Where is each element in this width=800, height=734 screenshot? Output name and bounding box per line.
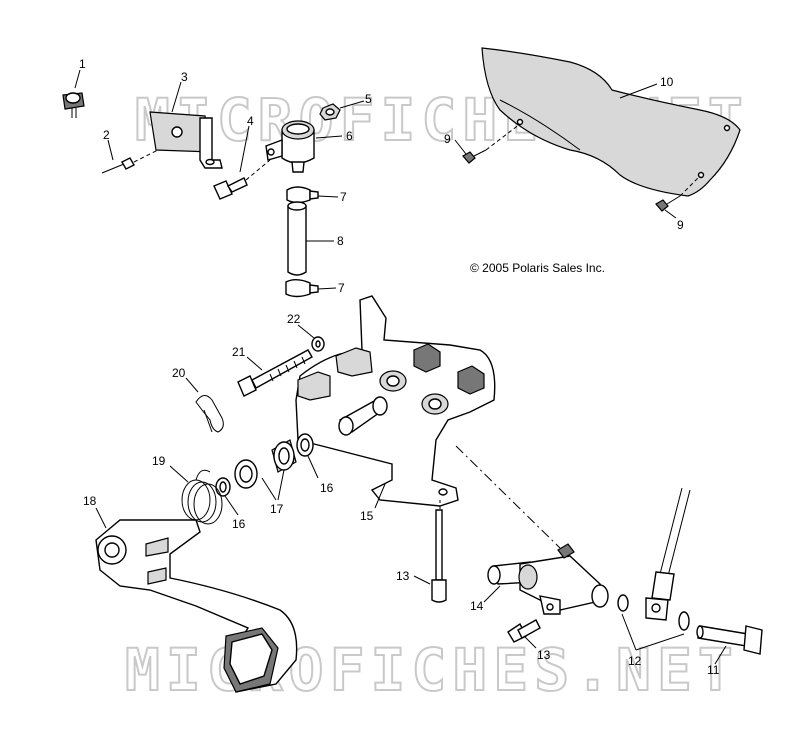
callout-18: 18 bbox=[83, 494, 97, 508]
part-16-washer-right bbox=[296, 433, 314, 457]
callout-17: 17 bbox=[270, 502, 284, 516]
part-9-screw-left bbox=[462, 149, 487, 164]
callout-7-upper: 7 bbox=[340, 190, 347, 204]
part-13-bolt-lower bbox=[507, 619, 541, 643]
part-18-brake-pedal bbox=[95, 519, 298, 693]
callout-7-lower: 7 bbox=[338, 281, 345, 295]
part-8-hose bbox=[287, 201, 307, 276]
callout-12: 12 bbox=[628, 654, 642, 668]
callout-3: 3 bbox=[181, 70, 188, 84]
part-7-clamp-lower bbox=[285, 279, 319, 298]
part-15-bracket-plate bbox=[295, 295, 496, 507]
callout-11: 11 bbox=[707, 663, 720, 677]
callout-13-lower: 13 bbox=[537, 648, 551, 662]
part-11-clevis-pin bbox=[696, 625, 763, 655]
callout-19: 19 bbox=[152, 454, 166, 468]
part-10-cover bbox=[481, 47, 741, 197]
callout-4: 4 bbox=[247, 114, 254, 128]
part-14-master-cylinder bbox=[487, 543, 609, 615]
callout-22: 22 bbox=[287, 312, 301, 326]
part-21-bolt bbox=[237, 349, 313, 397]
callout-16-right: 16 bbox=[320, 481, 334, 495]
part-17-bushings bbox=[234, 439, 297, 489]
callout-5: 5 bbox=[365, 92, 372, 106]
callout-1: 1 bbox=[79, 57, 86, 71]
callout-21: 21 bbox=[232, 345, 246, 359]
callout-8: 8 bbox=[337, 234, 344, 248]
part-1-clamp bbox=[62, 92, 85, 118]
callout-15: 15 bbox=[360, 509, 374, 523]
part-12-clevis-rod bbox=[617, 487, 691, 631]
part-5-nut bbox=[319, 103, 341, 121]
part-2-pin bbox=[101, 157, 135, 174]
callout-20: 20 bbox=[172, 366, 186, 380]
callout-9-left: 9 bbox=[444, 132, 451, 146]
part-4-bolt bbox=[213, 177, 248, 200]
callout-14: 14 bbox=[470, 599, 484, 613]
callout-13-upper: 13 bbox=[396, 569, 410, 583]
callout-9-right: 9 bbox=[677, 218, 684, 232]
part-6-reservoir bbox=[265, 120, 315, 173]
callout-2: 2 bbox=[103, 128, 110, 142]
copyright-text: © 2005 Polaris Sales Inc. bbox=[470, 261, 605, 275]
part-22-washer bbox=[311, 336, 325, 352]
part-16-washer-left bbox=[215, 477, 231, 497]
part-7-clamp-upper bbox=[286, 186, 319, 204]
part-19-spring bbox=[181, 469, 223, 525]
part-9-screw-right bbox=[655, 195, 681, 212]
callout-16-left: 16 bbox=[232, 517, 246, 531]
part-20-cotter-pin bbox=[195, 395, 224, 433]
callout-10: 10 bbox=[660, 75, 674, 89]
callout-6: 6 bbox=[346, 129, 353, 143]
part-13-bolt-vertical bbox=[431, 509, 447, 603]
part-3-bracket bbox=[149, 111, 223, 169]
